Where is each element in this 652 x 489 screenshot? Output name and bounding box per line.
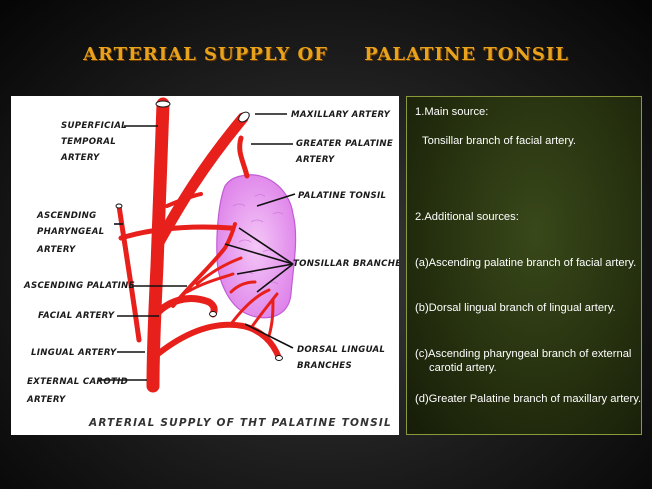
diagram-panel: SUPERFICIAL TEMPORAL ARTERY MAXILLARY AR… bbox=[11, 96, 399, 435]
label-ascending-palatine: ASCENDING PALATINE bbox=[23, 281, 135, 291]
source-item-c: (c)Ascending pharyngeal branch of extern… bbox=[415, 348, 632, 374]
arterial-diagram: SUPERFICIAL TEMPORAL ARTERY MAXILLARY AR… bbox=[23, 97, 399, 429]
additional-sources-heading: 2.Additional sources: bbox=[415, 211, 519, 223]
maxillary-artery bbox=[151, 112, 249, 252]
greater-palatine-artery bbox=[237, 135, 250, 179]
palatine-tonsil-shape bbox=[216, 174, 297, 319]
leader-lines bbox=[99, 113, 296, 381]
label-ascending-pharyngeal: ASCENDING PHARYNGEAL ARTERY bbox=[36, 211, 108, 255]
label-external-carotid: EXTERNAL CAROTID ARTERY bbox=[26, 377, 131, 405]
arteries bbox=[116, 97, 282, 393]
label-tonsillar-branches: TONSILLAR BRANCHES bbox=[293, 259, 399, 269]
external-carotid-artery bbox=[146, 97, 170, 393]
source-item-b: (b)Dorsal lingual branch of lingual arte… bbox=[415, 302, 616, 314]
label-facial-artery: FACIAL ARTERY bbox=[38, 311, 115, 321]
main-source-text: Tonsillar branch of facial artery. bbox=[422, 135, 576, 147]
label-palatine-tonsil: PALATINE TONSIL bbox=[298, 191, 386, 201]
ascending-pharyngeal-artery bbox=[116, 203, 142, 343]
lingual-artery bbox=[150, 321, 282, 361]
tonsillar-branch-artery bbox=[118, 224, 234, 241]
label-greater-palatine: GREATER PALATINE ARTERY bbox=[295, 139, 396, 165]
source-item-d: (d)Greater Palatine branch of maxillary … bbox=[415, 393, 642, 405]
label-superficial-temporal: SUPERFICIAL TEMPORAL ARTERY bbox=[60, 121, 130, 163]
label-maxillary-artery: MAXILLARY ARTERY bbox=[291, 110, 391, 120]
slide-title: ARTERIAL SUPPLY OF PALATINE TONSIL bbox=[83, 44, 569, 65]
label-dorsal-lingual: DORSAL LINGUAL BRANCHES bbox=[297, 345, 389, 371]
diagram-caption: ARTERIAL SUPPLY OF THT PALATINE TONSIL bbox=[88, 417, 392, 429]
ascending-palatine-artery bbox=[171, 222, 237, 308]
text-panel: 1.Main source: Tonsillar branch of facia… bbox=[406, 96, 642, 435]
source-item-a: (a)Ascending palatine branch of facial a… bbox=[415, 257, 637, 269]
facial-artery bbox=[149, 295, 218, 322]
label-lingual-artery: LINGUAL ARTERY bbox=[31, 348, 117, 358]
main-source-heading: 1.Main source: bbox=[415, 106, 489, 118]
dorsal-lingual-branch bbox=[229, 288, 271, 326]
